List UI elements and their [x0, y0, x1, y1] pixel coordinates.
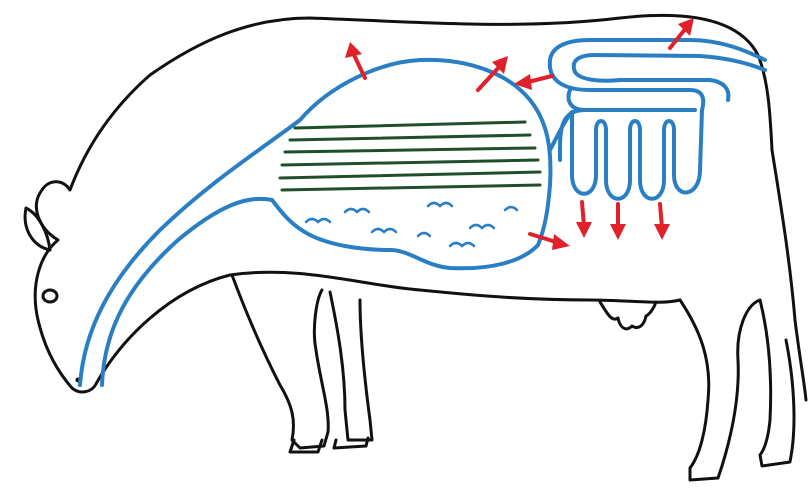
cow-front-leg-outline — [232, 275, 328, 448]
cow-front-leg2-outline — [330, 292, 372, 440]
cow-hind-leg2-outline — [760, 300, 794, 466]
absorption-arrow — [670, 18, 694, 48]
cow-head-outline — [35, 75, 150, 392]
fiber-line — [280, 172, 540, 178]
fiber-line — [282, 185, 540, 190]
liquid-ripple — [428, 203, 452, 206]
liquid-ripple — [470, 225, 494, 228]
cow-hind-leg-outline — [680, 300, 760, 480]
cow-belly-outline — [96, 272, 680, 384]
absorption-arrow — [576, 202, 592, 238]
liquid-ripple — [505, 207, 517, 210]
liquid-ripple — [372, 229, 396, 232]
fiber-line — [295, 122, 525, 128]
fiber-line — [282, 160, 538, 165]
fiber-line — [290, 135, 530, 140]
rumen-fiber-layer — [280, 122, 540, 190]
absorption-arrow — [654, 204, 670, 240]
liquid-ripple — [450, 243, 474, 246]
liquid-ripple — [418, 233, 430, 236]
fiber-line — [285, 148, 535, 152]
esophagus-outer — [80, 120, 300, 385]
rumen-liquid-layer — [306, 203, 517, 246]
cow-udder-outline — [600, 302, 656, 329]
liquid-ripple — [345, 209, 369, 212]
cow-eye — [43, 290, 57, 302]
absorption-arrow — [345, 42, 365, 78]
absorption-arrow — [610, 204, 626, 240]
absorption-arrow — [478, 56, 508, 90]
liquid-ripple — [306, 219, 330, 222]
large-intestine — [574, 55, 765, 100]
